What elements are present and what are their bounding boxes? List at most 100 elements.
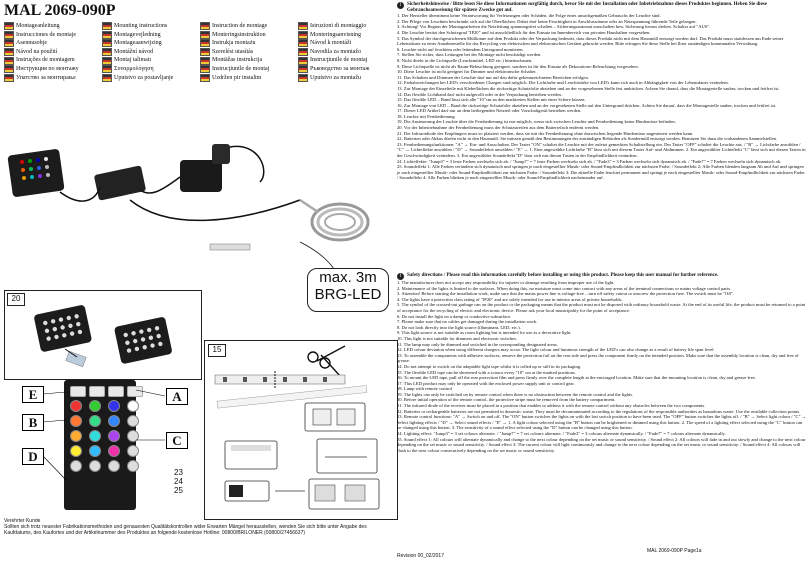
- led-strip: [214, 374, 346, 385]
- remote-button-color[interactable]: [70, 430, 82, 442]
- safety-item: 23. Remote control functions: "A" → Swit…: [397, 414, 807, 431]
- remote-button-color[interactable]: [108, 445, 120, 457]
- flag-icon: [200, 65, 210, 74]
- remote-button-color[interactable]: [108, 430, 120, 442]
- page-label: MAL 2069-090P Page1a: [647, 548, 702, 554]
- remote-button-white[interactable]: [127, 400, 139, 412]
- warning-icon: !: [397, 2, 404, 9]
- safety-list-en: 1. The manufacturer does not accept any …: [397, 280, 807, 453]
- remote-button-on[interactable]: [70, 386, 86, 397]
- flag-icon: [4, 73, 14, 82]
- safety-item: 19. Die Ansteuerung der Leuchte über die…: [397, 119, 676, 125]
- remote-button-effect[interactable]: [127, 445, 139, 457]
- step-numbers: 23 24 25: [174, 468, 183, 495]
- flag-icon: [200, 39, 210, 48]
- safety-item: 3. Attention! Before starting the instal…: [397, 291, 735, 297]
- safety-item: 24. Lichteffekte: "Jump3" = 3 feste Farb…: [397, 158, 782, 164]
- battery-strip-icon: [65, 350, 87, 368]
- remote-button-up[interactable]: [108, 386, 124, 397]
- figure-remote-functions: E B D A C 23 24 25: [4, 380, 200, 515]
- safety-item: 10. Diese Leuchte ist nicht geeignet für…: [397, 69, 537, 75]
- lang-item: Instrucţiunile de montaj: [298, 56, 396, 65]
- flag-icon: [102, 56, 112, 65]
- controller-box-icon: [59, 165, 146, 202]
- remote-button-off[interactable]: [89, 386, 105, 397]
- lang-item: Navodila za montažo: [298, 48, 396, 57]
- hotline-body: Sollten sich trotz neuester Fabrikations…: [4, 524, 367, 536]
- remote-button-blue[interactable]: [108, 400, 120, 412]
- safety-section-de: !Sicherheitshinweise / Bitte lesen Sie d…: [397, 2, 807, 181]
- lang-item: Instrucciones de montaje: [4, 30, 104, 40]
- lang-item: Montaj talimatı: [102, 56, 202, 65]
- lang-item: Montageaanwijzing: [102, 39, 202, 48]
- label-c: C: [166, 432, 188, 449]
- remote-button-effect[interactable]: [127, 430, 139, 442]
- flag-icon: [102, 39, 112, 48]
- remote-button-color[interactable]: [70, 415, 82, 427]
- remote-button-color[interactable]: [70, 445, 82, 457]
- flag-icon: [200, 56, 210, 65]
- safety-item: 18. Leuchte mit Fernbedienung: [397, 113, 455, 119]
- flag-icon: [298, 65, 308, 74]
- leader-lines: [42, 389, 166, 481]
- safety-item: 14. Do not attempt to switch on the adap…: [397, 363, 582, 369]
- safety-item: 8. Do not look directly into the light s…: [397, 324, 521, 330]
- safety-item: 13. Zur Montage der Einzelteile mit Kleb…: [397, 85, 780, 91]
- safety-item: 24. Lighting effect: "Jump3" = 3 set col…: [397, 431, 726, 437]
- remote-button-green[interactable]: [89, 400, 101, 412]
- flag-icon: [298, 22, 308, 31]
- remote-button-sound[interactable]: [89, 460, 101, 472]
- safety-item: 14. Das flexible Lichtband darf nicht au…: [397, 91, 562, 97]
- remote-button-effect[interactable]: [127, 415, 139, 427]
- document-title: MAL 2069-090P: [4, 2, 116, 19]
- lang-item: Montagevejledning: [102, 30, 202, 40]
- flag-icon: [102, 48, 112, 57]
- safety-item: 7. Please make sure that no cables get d…: [397, 319, 538, 325]
- flag-icon: [4, 56, 14, 65]
- safety-item: 13. To assemble the components with adhe…: [397, 352, 799, 364]
- callout-length: max. 3m: [319, 269, 377, 286]
- safety-item: 5. The symbol of the crossed-out garbage…: [397, 302, 806, 313]
- lang-item: Návod k montáži: [298, 39, 396, 48]
- led-strip-reel-icon: [299, 198, 370, 242]
- lang-item: Uputstvo za postavljanje: [102, 73, 202, 83]
- remote-button-color[interactable]: [89, 445, 101, 457]
- flag-icon: [4, 65, 14, 74]
- safety-item: 11. Das Schalten und Dimmen der Leuchte …: [397, 74, 589, 80]
- flag-icon: [200, 48, 210, 57]
- remote-button-color[interactable]: [89, 415, 101, 427]
- language-list-2: Mounting instructions Montagevejledning …: [102, 22, 202, 82]
- remote-button-sound[interactable]: [108, 460, 120, 472]
- safety-item: 9. Diese Lichtquelle ist nicht als Raum-…: [397, 63, 639, 69]
- flag-icon: [200, 22, 210, 31]
- safety-item: 15. The flexible LED tape can be shorten…: [397, 369, 576, 375]
- revision-label: Revision 00_02/2017: [397, 553, 444, 559]
- safety-item: 3. Achtung! Vor Beginn der Montagearbeit…: [397, 24, 711, 30]
- remote-button-sound[interactable]: [70, 460, 82, 472]
- lang-item: Uzdržen pir instalim: [200, 73, 300, 83]
- safety-header-en: !Safety directions / Please read this in…: [397, 273, 807, 280]
- language-list-1: Montageanleitung Instrucciones de montaj…: [4, 22, 104, 82]
- remote-button-color[interactable]: [108, 415, 120, 427]
- flag-icon: [4, 39, 14, 48]
- lang-item: Instrukja montażu: [200, 39, 300, 48]
- safety-item: 20. Before initial operation of the remo…: [397, 397, 616, 403]
- lang-item: Szerelési utasítás: [200, 48, 300, 57]
- remote-button-color[interactable]: [89, 430, 101, 442]
- safety-item: 23. Fernbedienungsfunktionen: "A" → Ein-…: [397, 141, 806, 159]
- safety-item: 18. Lamp with remote control: [397, 386, 452, 392]
- safety-item: 6. Leuchte nicht auf feuchtem oder leite…: [397, 46, 524, 52]
- flag-icon: [298, 48, 308, 57]
- remote-button-sound[interactable]: [127, 460, 139, 472]
- lang-item: Συναρμολόγηση: [102, 65, 202, 74]
- lang-item: Instruction de montage: [200, 22, 300, 31]
- hotline-notice: Verehrter Kunde Sollten sich trotz neues…: [4, 518, 394, 536]
- label-a: A: [166, 388, 188, 405]
- flag-icon: [298, 30, 308, 39]
- flag-icon: [102, 73, 112, 82]
- safety-item: 15. Das flexible LED – Band lässt sich a…: [397, 97, 586, 103]
- remote-button-red[interactable]: [70, 400, 82, 412]
- safety-item: 20. Vor der Inbetriebnahme der Fernbedie…: [397, 125, 600, 131]
- figure-number: 20: [7, 293, 25, 306]
- label-b: B: [22, 414, 44, 431]
